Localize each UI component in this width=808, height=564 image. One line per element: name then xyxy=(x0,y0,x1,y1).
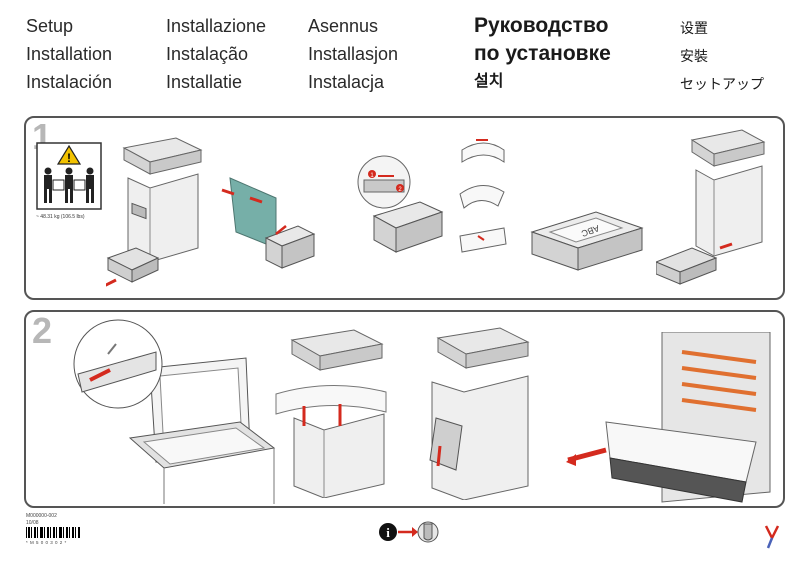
two-person-lift-warning-icon: ! xyxy=(36,142,102,210)
title-installatie: Installatie xyxy=(166,72,243,92)
title-japanese: セットアップ xyxy=(680,76,764,92)
header-cjk: 设置 安裝 セットアップ xyxy=(680,14,764,98)
title-installazione: Installazione xyxy=(166,16,267,36)
title-setup: Setup xyxy=(26,16,74,36)
title-chinese-traditional: 安裝 xyxy=(680,48,708,64)
barcode-text: * M 5 0 0 3 0 2 * xyxy=(26,540,67,545)
header-col3: Asennus Installasjon Instalacja xyxy=(308,12,398,96)
title-installation: Installation xyxy=(26,44,113,64)
flex-paper-illustration xyxy=(459,139,507,253)
svg-text:2: 2 xyxy=(398,187,402,193)
title-russian-2: по установке xyxy=(474,42,611,65)
header-russian: Руководство по установке 설치 xyxy=(474,12,611,96)
title-asennus: Asennus xyxy=(308,16,379,36)
step2-number: 2 xyxy=(32,310,53,351)
load-paper-tray-illustration: ABC xyxy=(530,211,644,271)
title-korean: 설치 xyxy=(474,73,504,90)
step1-panel: 1 ! ~ 48.31 kg (106.5 lbs) 1 xyxy=(24,116,785,300)
title-instalacja: Instalacja xyxy=(308,72,385,92)
weight-label: ~ 48.31 kg (106.5 lbs) xyxy=(36,214,85,220)
title-installasjon: Installasjon xyxy=(308,44,399,64)
header-col2: Installazione Instalação Installatie xyxy=(166,12,266,96)
title-instalacao: Instalação xyxy=(166,44,249,64)
printer-insert-tray-illustration xyxy=(656,129,766,285)
open-front-door-illustration xyxy=(429,327,530,500)
title-instalacion: Instalación xyxy=(26,72,113,92)
brand-logo-icon xyxy=(764,525,780,549)
part-number: M000000-002 xyxy=(26,513,57,519)
svg-text:i: i xyxy=(386,525,390,540)
info-next-icon: i xyxy=(379,521,439,543)
tray-length-guide-illustration: 1 2 xyxy=(357,155,444,253)
barcode-icon xyxy=(26,527,80,538)
printer-remove-tray-illustration xyxy=(106,137,203,287)
svg-text:!: ! xyxy=(67,151,71,165)
lift-scanner-illustration xyxy=(275,329,387,498)
open-scanner-lid-illustration xyxy=(73,319,276,504)
tray-guide-adjust-illustration xyxy=(221,177,316,269)
svg-text:1: 1 xyxy=(370,173,374,179)
title-russian-1: Руководство xyxy=(474,14,609,37)
step2-panel: 2 xyxy=(24,310,785,508)
title-chinese-simplified: 设置 xyxy=(680,20,708,36)
remove-packaging-illustration xyxy=(566,332,771,503)
print-date: 10/08 xyxy=(26,520,39,526)
header-col1: Setup Installation Instalación xyxy=(26,12,112,96)
